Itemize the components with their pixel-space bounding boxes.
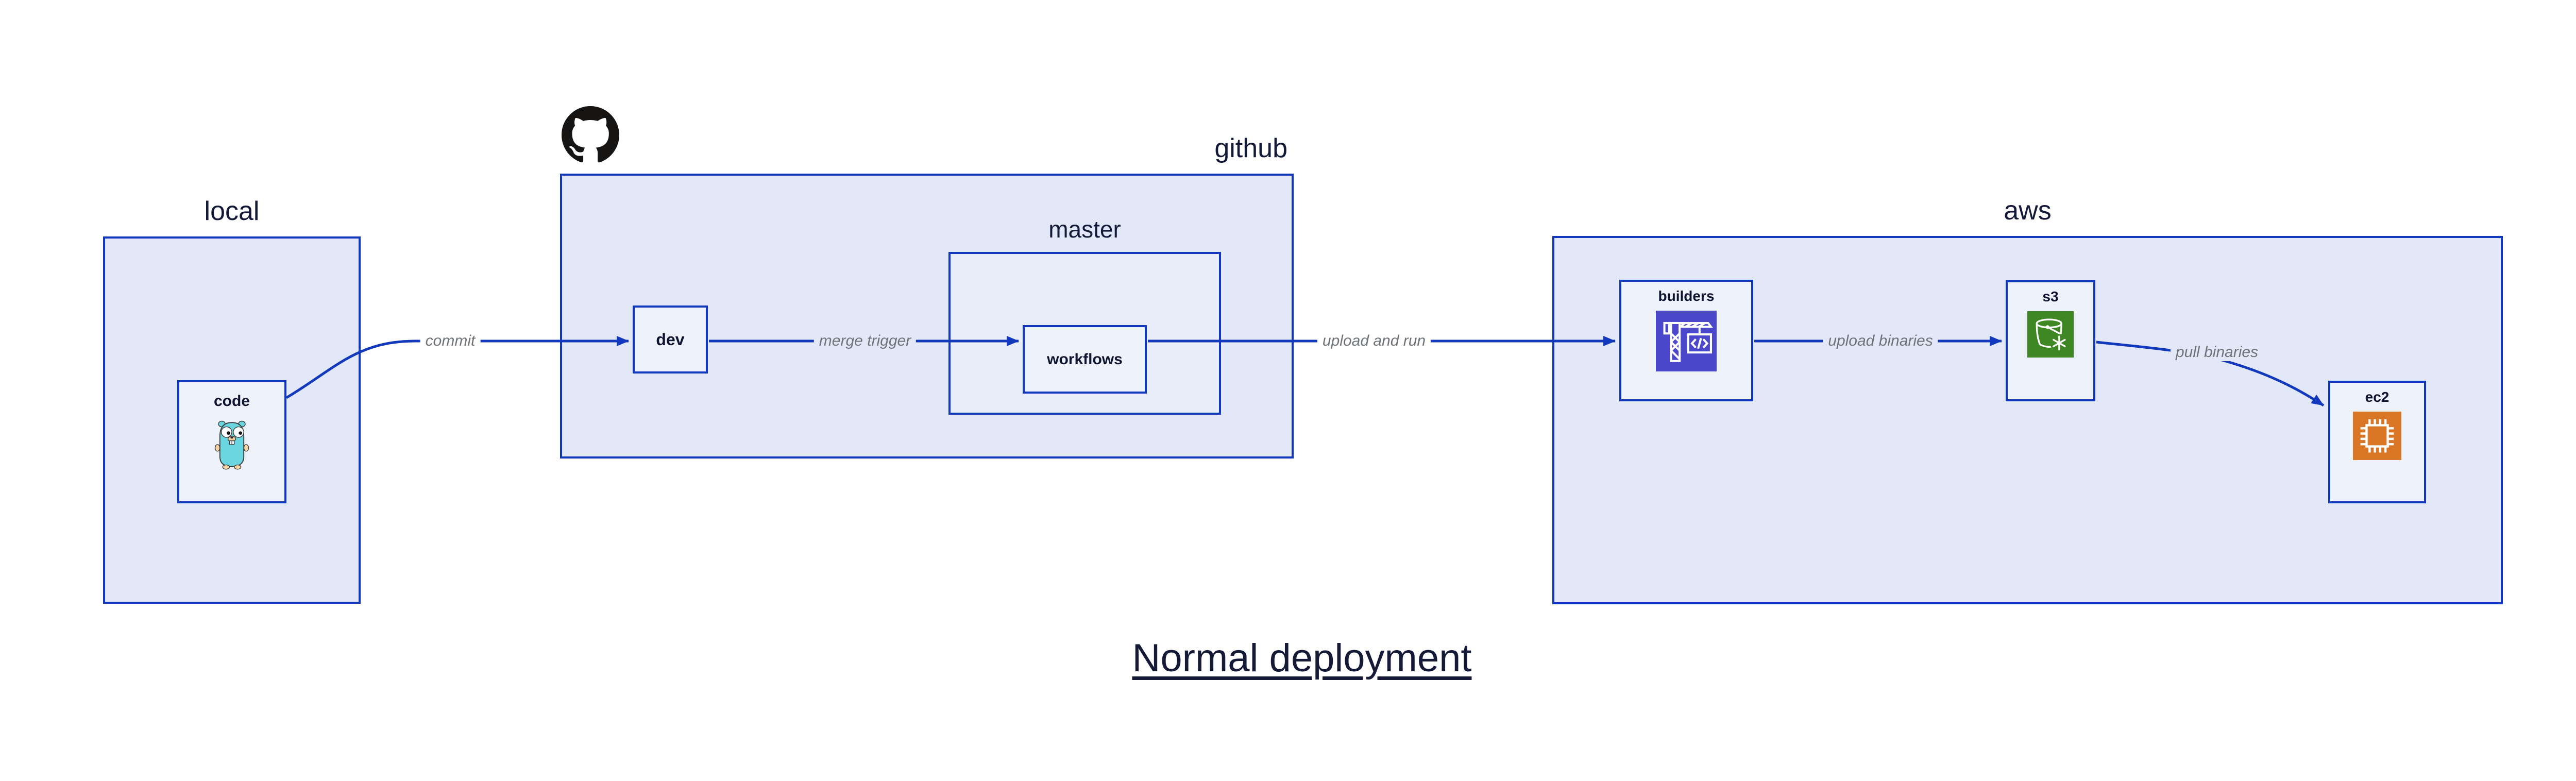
aws-label: aws bbox=[2004, 196, 2052, 226]
s3-node: s3 bbox=[2006, 280, 2095, 401]
edge-label-upload-binaries: upload binaries bbox=[1823, 332, 1938, 350]
github-octocat-logo-icon bbox=[562, 106, 619, 164]
edge-label-commit: commit bbox=[420, 332, 481, 350]
s3-bucket-snowflake-icon bbox=[2027, 311, 2074, 360]
ec2-node-label: ec2 bbox=[2365, 389, 2389, 405]
builders-node: builders bbox=[1619, 280, 1753, 401]
diagram-title-text: Normal deployment bbox=[1132, 636, 1472, 680]
builders-node-label: builders bbox=[1658, 288, 1715, 304]
dev-node: dev bbox=[633, 305, 708, 373]
edge-label-pull-binaries: pull binaries bbox=[2170, 344, 2264, 361]
local-label: local bbox=[204, 196, 260, 226]
workflows-node-label: workflows bbox=[1047, 350, 1123, 368]
edge-label-merge-trigger: merge trigger bbox=[814, 332, 917, 350]
code-node: code bbox=[177, 380, 286, 503]
diagram-title: Normal deployment bbox=[0, 636, 2576, 681]
workflows-node: workflows bbox=[1023, 325, 1147, 394]
go-gopher-icon bbox=[210, 417, 253, 473]
code-node-label: code bbox=[213, 393, 250, 410]
dev-node-label: dev bbox=[656, 330, 685, 349]
ec2-node: ec2 bbox=[2328, 381, 2426, 503]
s3-node-label: s3 bbox=[2042, 288, 2059, 304]
master-label: master bbox=[1048, 216, 1121, 243]
aws-codebuild-icon bbox=[1656, 311, 1717, 374]
ec2-chip-icon bbox=[2353, 412, 2401, 463]
edge-label-upload-and-run: upload and run bbox=[1317, 332, 1431, 350]
github-label: github bbox=[1214, 133, 1287, 163]
